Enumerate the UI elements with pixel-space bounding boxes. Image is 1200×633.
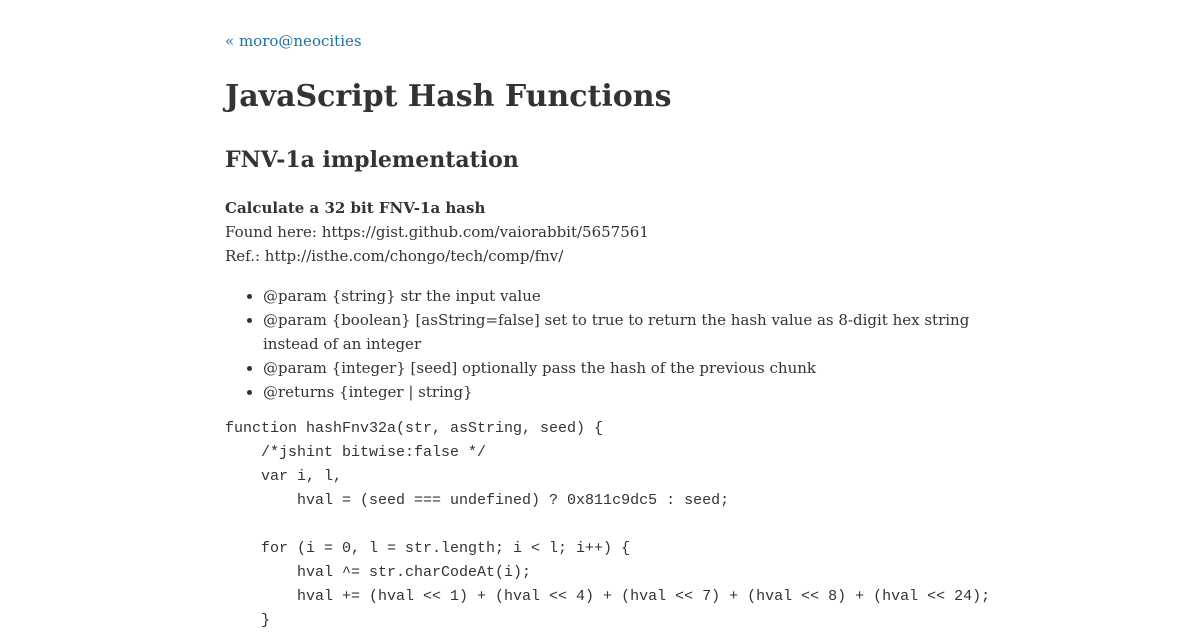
list-item: @param {boolean} [asString=false] set to…	[263, 308, 983, 356]
intro: Calculate a 32 bit FNV-1a hash Found her…	[225, 196, 985, 268]
param-list: @param {string} str the input value @par…	[225, 284, 983, 404]
back-link[interactable]: « moro@neocities	[225, 32, 362, 50]
list-item: @param {integer} [seed] optionally pass …	[263, 356, 983, 380]
reference: Ref.: http://isthe.com/chongo/tech/comp/…	[225, 247, 564, 265]
section-heading: FNV-1a implementation	[225, 147, 519, 173]
list-item: @param {string} str the input value	[263, 284, 983, 308]
page-title: JavaScript Hash Functions	[225, 79, 672, 114]
code-block: function hashFnv32a(str, asString, seed)…	[225, 420, 991, 629]
found-here: Found here: https://gist.github.com/vaio…	[225, 223, 649, 241]
list-item: @returns {integer | string}	[263, 380, 983, 404]
summary: Calculate a 32 bit FNV-1a hash	[225, 199, 486, 217]
